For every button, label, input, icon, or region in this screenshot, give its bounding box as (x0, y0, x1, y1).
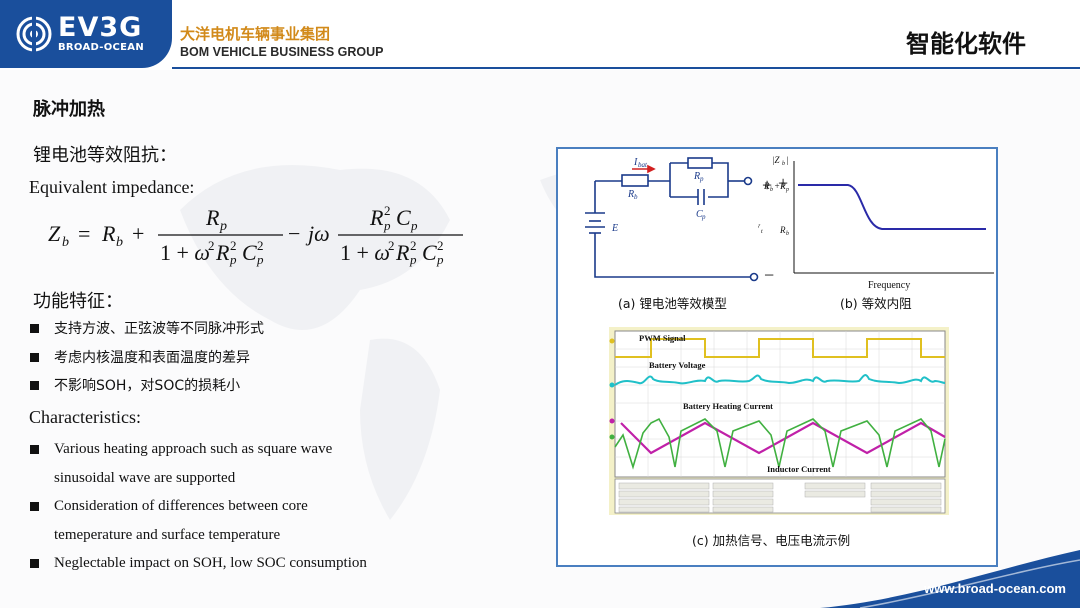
features-heading-en: Characteristics: (29, 407, 141, 427)
svg-text:R: R (763, 181, 770, 191)
features-list-cn: 支持方波、正弦波等不同脉冲形式 考虑内核温度和表面温度的差异 不影响SOH，对S… (28, 320, 264, 406)
svg-text:p: p (410, 218, 418, 233)
svg-text:I: I (633, 157, 638, 168)
svg-text:b: b (634, 193, 638, 201)
inductor-current-label: Inductor Current (767, 464, 831, 474)
logo-wordmark: EV3G (58, 12, 143, 43)
svg-text:b: b (782, 161, 785, 167)
impedance-heading-en: Equivalent impedance: (29, 177, 195, 197)
feature-item-en: Various heating approach such as square … (28, 435, 367, 464)
header-divider (172, 67, 1080, 69)
svg-text:p: p (436, 252, 444, 267)
svg-text:=: = (78, 221, 90, 246)
svg-text:+: + (778, 173, 788, 193)
svg-text:|: | (786, 155, 788, 165)
svg-text:−: − (764, 265, 774, 285)
svg-text:p: p (383, 218, 391, 233)
page-title: 智能化软件 (906, 30, 1026, 58)
bullet-square-icon (30, 352, 39, 362)
svg-text:Frequency: Frequency (868, 280, 910, 291)
battery-heating-current-label: Battery Heating Current (683, 401, 773, 411)
svg-text:p: p (699, 175, 704, 183)
logo-subtitle: BROAD-OCEAN (58, 42, 145, 53)
svg-text:2: 2 (230, 238, 237, 253)
svg-text:b: b (62, 235, 69, 250)
svg-text:Z: Z (48, 221, 61, 246)
battery-voltage-label: Battery Voltage (649, 360, 706, 370)
svg-text:p: p (219, 219, 227, 234)
svg-text:R: R (693, 171, 700, 182)
bullet-square-icon (30, 381, 39, 390)
impedance-frequency-plot: + |Zb| Rb+Rp Rb Vt Frequency (758, 155, 994, 291)
feature-item-cn: 考虑内核温度和表面温度的差异 (28, 349, 264, 378)
svg-text:b: b (786, 231, 789, 237)
svg-text:+: + (132, 221, 144, 246)
feature-item-cn: 不影响SOH，对SOC的损耗小 (28, 377, 264, 406)
svg-text:C: C (696, 209, 703, 220)
svg-text:bat: bat (638, 161, 648, 169)
feature-item-cn: 支持方波、正弦波等不同脉冲形式 (28, 320, 264, 349)
svg-text:p: p (409, 252, 417, 267)
svg-text:R: R (395, 240, 410, 265)
svg-text:jω: jω (305, 221, 330, 246)
figure-caption-a: (a) 锂电池等效模型 (618, 296, 727, 311)
figure-caption-b: (b) 等效内阻 (840, 296, 912, 311)
company-name-en: BOM VEHICLE BUSINESS GROUP (180, 45, 384, 59)
features-list-en: Various heating approach such as square … (28, 435, 367, 578)
impedance-heading-cn: 锂电池等效阻抗： (33, 145, 177, 166)
svg-text:R: R (627, 189, 634, 200)
company-logo: EV3G BROAD-OCEAN (0, 0, 172, 68)
svg-text:R: R (779, 225, 786, 235)
svg-text:+R: +R (774, 181, 786, 191)
company-name-cn: 大洋电机车辆事业集团 (180, 25, 331, 43)
svg-text:2: 2 (437, 238, 444, 253)
bullet-square-icon (30, 559, 39, 568)
svg-text:|Z: |Z (772, 155, 780, 165)
oscilloscope-waveform-capture: PWM Signal Battery Voltage Battery Heati… (609, 327, 949, 515)
footer-website-url: www.broad-ocean.com (924, 581, 1066, 596)
svg-text:R: R (215, 240, 230, 265)
feature-item-en-continued: temeperature and surface temperature (54, 526, 281, 543)
svg-text:C: C (242, 240, 257, 265)
svg-text:C: C (422, 240, 437, 265)
svg-text:2: 2 (388, 238, 395, 253)
feature-item-en: Neglectable impact on SOH, low SOC consu… (28, 549, 367, 578)
svg-text:2: 2 (384, 203, 391, 218)
svg-text:R: R (101, 221, 116, 246)
feature-item-en: Consideration of differences between cor… (28, 492, 367, 521)
svg-text:R: R (205, 205, 220, 230)
svg-text:p: p (701, 213, 706, 221)
svg-text:b: b (116, 235, 123, 250)
bullet-square-icon (30, 445, 39, 454)
svg-text:p: p (256, 252, 264, 267)
svg-text:2: 2 (410, 238, 417, 253)
svg-text:+: + (762, 175, 772, 195)
svg-text:p: p (785, 187, 789, 193)
pwm-signal-label: PWM Signal (639, 333, 686, 343)
svg-text:1 + ω: 1 + ω (160, 240, 210, 265)
svg-text:2: 2 (208, 238, 215, 253)
figure-caption-c: (c) 加热信号、电压电流示例 (692, 533, 851, 548)
footer-wave-decoration (820, 550, 1080, 608)
svg-text:b: b (770, 187, 773, 193)
logo-emblem-icon (16, 16, 52, 52)
svg-text:C: C (396, 205, 411, 230)
header-bar: EV3G BROAD-OCEAN 大洋电机车辆事业集团 BOM VEHICLE … (0, 0, 1080, 70)
svg-text:E: E (611, 223, 618, 234)
svg-text:1 + ω: 1 + ω (340, 240, 390, 265)
svg-text:−: − (288, 221, 300, 246)
svg-text:2: 2 (257, 238, 264, 253)
bullet-square-icon (30, 324, 39, 333)
features-heading-cn: 功能特征： (33, 291, 123, 312)
feature-item-en-continued: sinusoidal wave are supported (54, 469, 236, 486)
svg-text:p: p (229, 252, 237, 267)
section-title: 脉冲加热 (33, 99, 105, 120)
bullet-square-icon (30, 502, 39, 511)
svg-text:R: R (369, 205, 384, 230)
svg-text:t: t (761, 229, 763, 235)
